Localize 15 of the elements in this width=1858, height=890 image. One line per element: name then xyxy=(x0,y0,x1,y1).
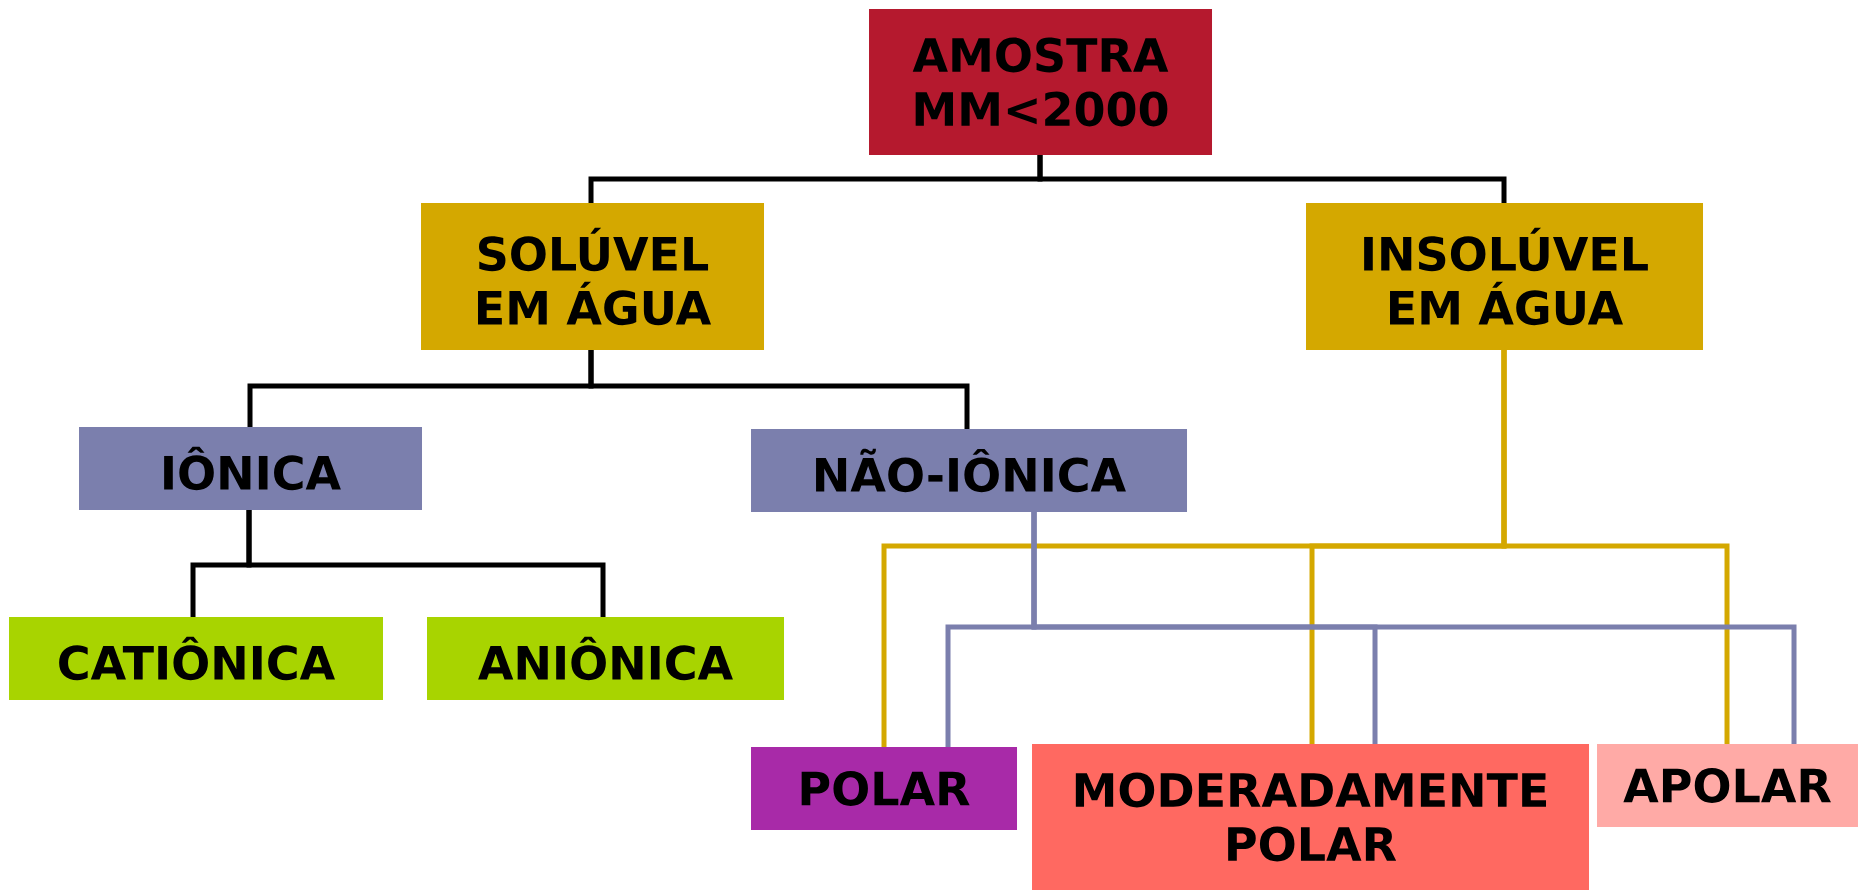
category-box: APOLAR xyxy=(1597,744,1858,827)
category-box: ANIÔNICA xyxy=(427,617,784,700)
connector-line xyxy=(246,510,606,617)
category-box: INSOLÚVEL EM ÁGUA xyxy=(1306,203,1703,350)
category-box: IÔNICA xyxy=(79,427,422,510)
category-box: SOLÚVEL EM ÁGUA xyxy=(421,203,764,350)
category-box: POLAR xyxy=(751,747,1017,830)
category-box: NÃO-IÔNICA xyxy=(751,429,1187,512)
connector-line xyxy=(588,350,970,429)
category-box: AMOSTRA MM<2000 xyxy=(869,9,1212,155)
category-box: MODERADAMENTE POLAR xyxy=(1032,744,1589,890)
category-box: CATIÔNICA xyxy=(9,617,383,700)
connector-line xyxy=(1031,512,1797,744)
connector-line xyxy=(1037,155,1507,203)
connector-line xyxy=(1501,350,1730,744)
